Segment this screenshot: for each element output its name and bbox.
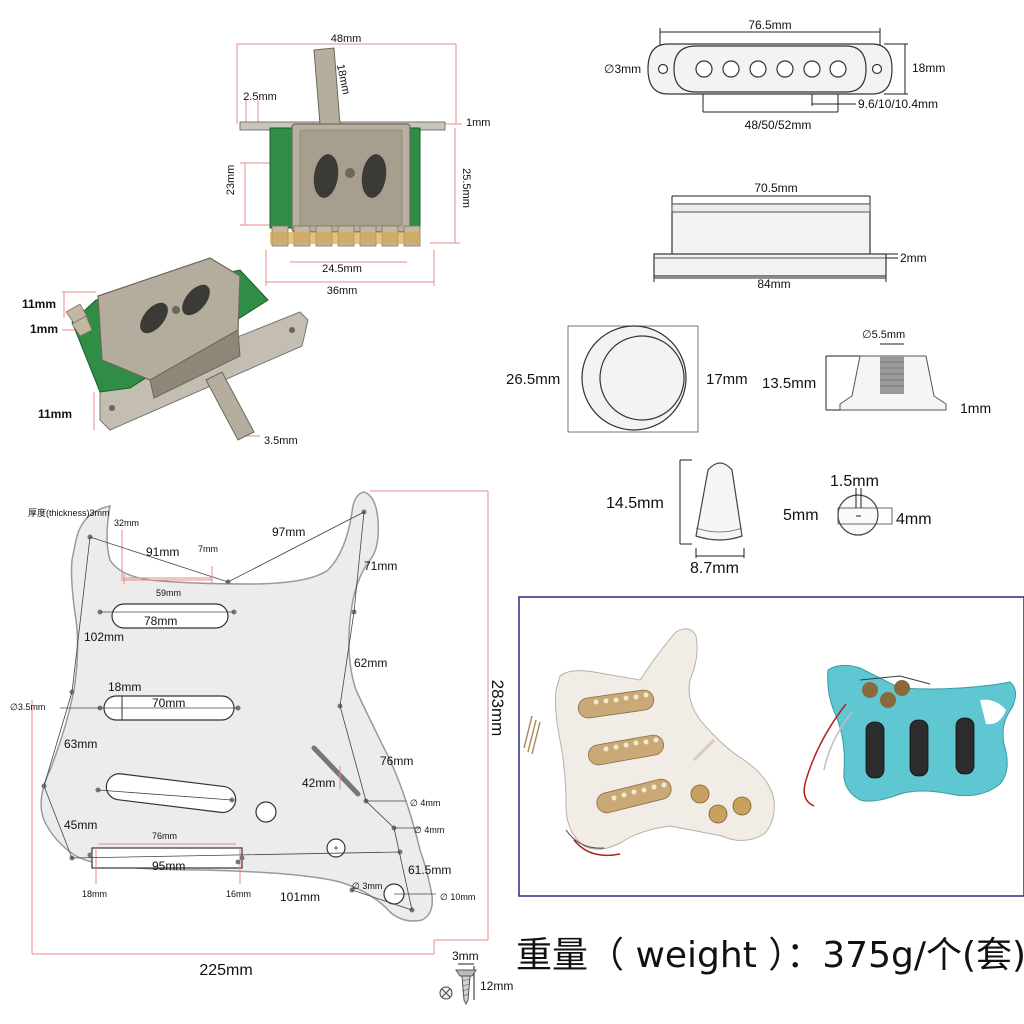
switch-front-view: 48mm 18mm 2.5mm 1mm 23mm 25.5mm 24.5mm 3… [225,33,490,297]
switch-base-label: 36mm [327,285,358,297]
pg-283-label: 283mm [488,680,507,737]
pg-4b-label: ∅ 4mm [414,825,444,835]
white-pickguard-photo [523,628,775,857]
tip-height-label: 14.5mm [606,495,664,512]
knob-side-view: ∅5.5mm 13.5mm 1mm [762,329,991,416]
pg-thickness-label: 厚度(thickness)3mm [28,507,110,518]
pg-78-label: 78mm [144,614,177,628]
switch-side-11-bottom-label: 11mm [38,407,72,421]
knob-base-label: 1mm [960,400,991,416]
switch-tip-view: 14.5mm 8.7mm [606,459,745,577]
switch-side-1-label: 1mm [30,322,58,336]
switch-width-label: 48mm [331,33,362,45]
pickup-length-label: 76.5mm [748,18,791,32]
pg-7-label: 7mm [198,544,218,554]
pickup-height-label: 18mm [912,61,945,75]
pg-102-label: 102mm [84,630,124,644]
switch-plate-label: 1mm [466,117,490,129]
pg-42-label: 42mm [302,776,335,790]
knob-shaft-label: ∅5.5mm [862,329,905,341]
pg-10-label: ∅ 10mm [440,892,475,902]
pg-4a-label: ∅ 4mm [410,798,440,808]
screw-head-label: 3mm [452,949,479,963]
pg-225-label: 225mm [199,962,252,979]
pg-32-label: 32mm [114,518,139,528]
knob-height-label: 13.5mm [762,375,816,392]
pickup-top-width-label: 70.5mm [754,181,797,195]
pg-91-label: 91mm [146,545,179,559]
pickguard-diagram: 厚度(thickness)3mm 32mm 91mm 7mm 97mm 59mm… [10,490,507,979]
tip-top-view: 1.5mm 5mm 4mm [783,473,932,536]
pg-71-label: 71mm [364,559,397,573]
knob-top-view: 26.5mm 17mm [506,325,748,433]
pg-95-label: 95mm [152,859,185,873]
pickup-base-width-label: 84mm [757,277,790,291]
screw-diagram: 3mm 12mm [439,949,513,1006]
pg-18b-label: 18mm [82,889,107,899]
switch-height-23-label: 23mm [225,165,237,196]
tip-slot-label: 1.5mm [830,473,879,490]
pg-76a-label: 76mm [380,754,413,768]
pg-45-label: 45mm [64,818,97,832]
pg-62-label: 62mm [354,656,387,670]
switch-tab-label: 2.5mm [243,91,277,103]
knob-outer-label: 26.5mm [506,371,560,388]
tip-outer-label: 5mm [783,507,819,524]
pickup-top-view: 76.5mm ∅3mm 18mm 48/50/52mm 9.6/10/10.4m… [604,18,945,132]
pickup-hole-label: ∅3mm [604,62,641,76]
pg-16-label: 16mm [226,889,251,899]
pickup-base-thickness-label: 2mm [900,251,927,265]
pg-76b-label: 76mm [152,831,177,841]
pg-101-label: 101mm [280,890,320,904]
weight-caption: 重量（ weight ）：375g/个(套) [516,935,1024,976]
switch-side-11-top-label: 11mm [22,297,56,311]
pg-59-label: 59mm [156,588,181,598]
pickup-spacing-label: 48/50/52mm [745,118,812,132]
pg-3-label: ∅ 3mm [352,881,382,891]
pickup-pole-label: 9.6/10/10.4mm [858,97,938,111]
pg-97-label: 97mm [272,525,305,539]
knob-inner-label: 17mm [706,371,748,388]
pg-3-5-label: ∅3.5mm [10,702,45,712]
screw-length-label: 12mm [480,979,513,993]
tip-inner-label: 4mm [896,511,932,528]
tip-width-label: 8.7mm [690,560,739,577]
product-photo-panel [518,596,1024,897]
pg-70-label: 70mm [152,696,185,710]
pickup-side-view: 70.5mm 2mm 84mm [653,181,927,291]
switch-side-view: 11mm 1mm 11mm 3.5mm [22,257,309,447]
switch-height-25-label: 25.5mm [460,168,472,208]
blue-pickguard-photo [803,664,1016,807]
pg-61-5-label: 61.5mm [408,863,451,877]
pg-63-label: 63mm [64,737,97,751]
switch-lever-3-5-label: 3.5mm [264,435,298,447]
switch-pins-label: 24.5mm [322,263,362,275]
pg-18a-label: 18mm [108,680,141,694]
